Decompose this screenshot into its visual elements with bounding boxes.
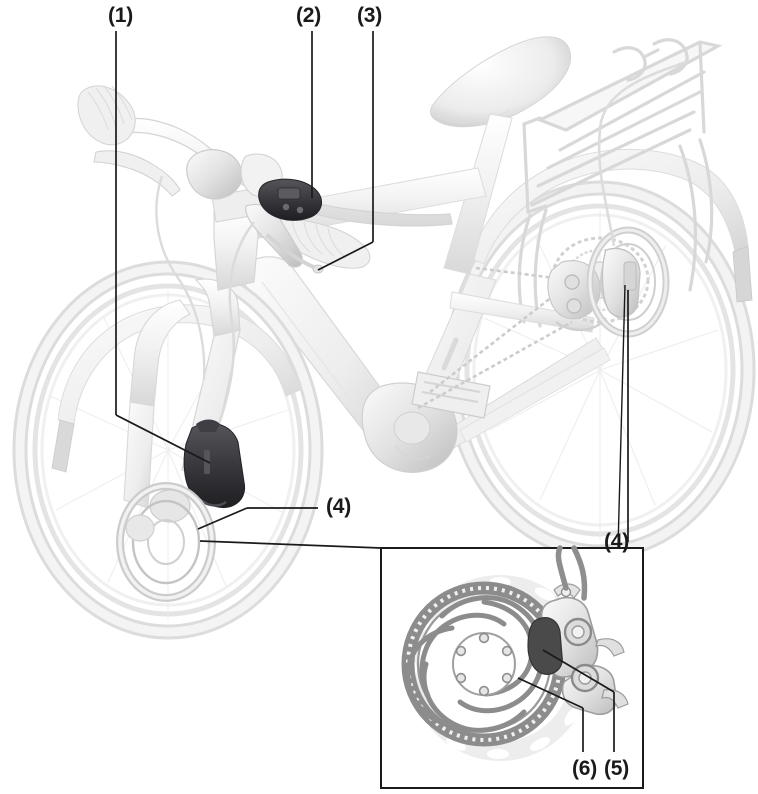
leader-line-3b [317,241,374,271]
callout-label-6: (6) [572,757,598,780]
callout-label-3: (3) [357,4,383,27]
callout-label-4-rear: (4) [604,530,630,553]
callout-label-1: (1) [108,4,134,27]
leader-line-5b [542,649,615,693]
leader-line-6b [517,677,584,709]
leader-line-1b [115,414,211,464]
saddle [430,36,572,128]
headset-stem [211,187,263,291]
inset-connector [199,540,382,549]
detail-brake-caliper [527,545,629,716]
front-brake-hose [214,221,256,433]
bicycle-illustration [12,36,756,640]
handlebar-control-unit [258,178,323,221]
leader-line-4-front-b [197,507,248,530]
rear-brake-hose [597,60,687,247]
brake-detail-view [380,545,644,789]
pedal [411,337,491,419]
rear-brake-caliper [601,247,641,318]
front-brake-caliper [183,419,246,508]
leader-line-inset-rear [617,284,626,549]
callout-label-4-front: (4) [326,495,352,518]
rear-fender [469,148,753,303]
callout-label-5: (5) [604,757,630,780]
callout-label-2: (2) [296,4,322,27]
front-brake-hose-2 [155,175,206,381]
handlebar [77,85,453,269]
leader-lines [115,31,629,752]
